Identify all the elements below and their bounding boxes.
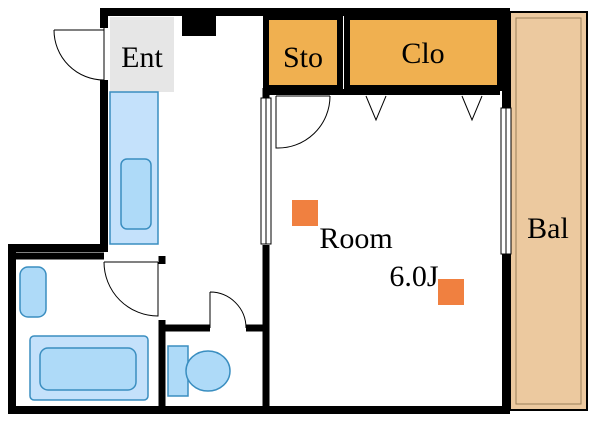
clothes-closet	[344, 14, 503, 91]
interior-walls	[16, 88, 500, 406]
balcony-label: Bal	[527, 212, 569, 245]
storage-closet	[263, 14, 343, 91]
column-block	[182, 12, 216, 36]
entrance-floor	[110, 17, 174, 92]
storage-label: Sto	[283, 41, 323, 74]
balcony-railing	[515, 17, 582, 405]
toilet-tank	[167, 345, 189, 397]
bathtub-basin	[39, 347, 137, 391]
door-swings	[53, 29, 483, 329]
outlet-marker	[292, 200, 318, 226]
room-size-label: 6.0J	[389, 260, 439, 293]
toilet-bowl	[185, 350, 231, 392]
outlet-marker	[438, 279, 464, 305]
kitchen-sink	[120, 158, 152, 230]
entrance-label: Ent	[121, 41, 163, 74]
balcony-area	[509, 11, 588, 411]
bathroom-sink	[19, 266, 47, 318]
closet-label: Clo	[401, 37, 444, 70]
room-label: Room	[319, 222, 392, 255]
sliding-doors	[260, 97, 512, 255]
